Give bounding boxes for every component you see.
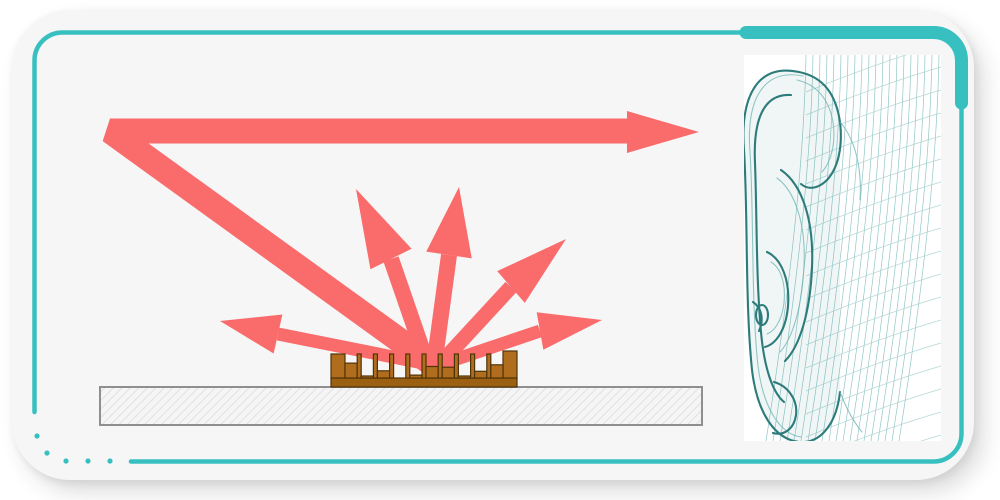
diffuser-well-block-7: [441, 366, 456, 379]
mesh-line: [842, 55, 884, 441]
mesh-line: [805, 319, 941, 369]
mesh-line: [805, 365, 941, 415]
mesh-line: [805, 66, 941, 116]
mesh-line: [898, 55, 940, 441]
frame-corner-dots: [34, 433, 113, 464]
scatter-arrow-head-2: [356, 189, 412, 270]
scatter-arrow-head-1: [220, 314, 283, 354]
mesh-line: [805, 388, 941, 438]
diffuser-fin-7: [453, 353, 459, 379]
diffuser-fin-1: [356, 353, 362, 379]
mesh-line: [805, 342, 941, 392]
mesh-line: [821, 55, 863, 441]
diffuser-fin-2: [372, 353, 378, 379]
diffuser-fin-4: [405, 353, 411, 379]
scatter-arrow-shaft-2: [383, 256, 436, 369]
mesh-line: [891, 55, 933, 441]
diffuser-baseplate: [330, 377, 518, 388]
mesh-line: [835, 55, 877, 441]
mesh-line: [805, 250, 941, 300]
scatter-arrow-shaft-3: [426, 253, 457, 368]
diffuser-well-block-3: [376, 370, 391, 379]
mesh-line: [856, 55, 898, 441]
scatter-arrow-head-5: [536, 312, 602, 350]
mesh-line: [805, 296, 941, 346]
mesh-line: [786, 55, 828, 441]
diffuser-well-block-6: [425, 365, 439, 379]
corner-dot: [44, 450, 50, 456]
mesh-line: [805, 204, 941, 254]
diffuser-fin-3: [389, 353, 395, 379]
wood-diffuser: [330, 350, 518, 388]
mesh-line: [920, 434, 941, 441]
mesh-line: [805, 273, 941, 323]
mesh-line: [807, 55, 849, 441]
scatter-arrow-shaft-4: [432, 281, 517, 372]
mesh-line: [805, 135, 941, 185]
scatter-arrow-shaft-5: [433, 324, 543, 373]
mesh-line: [805, 158, 941, 208]
ear-contours: [744, 69, 863, 441]
diffuser-fin-9: [486, 353, 492, 379]
mesh-line: [765, 55, 807, 441]
diffuser-well-block-5: [409, 374, 423, 379]
mesh-line: [779, 55, 821, 441]
main-reflection-arrow-shaft: [102, 118, 627, 377]
mesh-line: [884, 55, 926, 441]
diffuser-left-wall: [330, 353, 346, 379]
wireframe-mesh: [765, 55, 941, 441]
diffuser-well-block-9: [474, 370, 488, 379]
diffuser-well-block-1: [344, 362, 358, 379]
diffuser-well-block-2: [360, 375, 375, 379]
corner-dot: [34, 433, 40, 439]
mesh-line: [877, 55, 919, 441]
floor-slab: [99, 386, 703, 426]
diffuser-well-block-8: [457, 375, 472, 379]
mesh-line: [793, 55, 835, 441]
diffuser-well-block-10: [490, 364, 504, 379]
corner-dot: [85, 458, 91, 464]
mesh-line: [805, 227, 941, 277]
corner-dot: [63, 458, 69, 464]
scatter-arrow-head-3: [426, 187, 472, 259]
mesh-line: [870, 55, 912, 441]
mesh-line: [805, 89, 941, 139]
mesh-line: [805, 55, 907, 93]
mesh-line: [853, 411, 941, 441]
mesh-line: [805, 181, 941, 231]
scatter-arrow-shaft-1: [276, 327, 440, 373]
sound-wave-arrows: [102, 111, 699, 377]
corner-dot: [107, 458, 113, 464]
scatter-arrow-head-4: [497, 239, 566, 303]
diffuser-fin-8: [470, 353, 476, 379]
diffuser-fin-6: [437, 353, 443, 379]
main-reflection-arrow-head: [627, 111, 699, 153]
frame-border-accent-segment: [739, 26, 968, 110]
mesh-line: [828, 55, 870, 441]
ear-wireframe-illustration: [744, 55, 941, 441]
diffuser-right-wall: [502, 350, 518, 379]
mesh-line: [849, 55, 891, 441]
diffuser-fin-5: [421, 353, 427, 379]
mesh-line: [805, 112, 941, 162]
